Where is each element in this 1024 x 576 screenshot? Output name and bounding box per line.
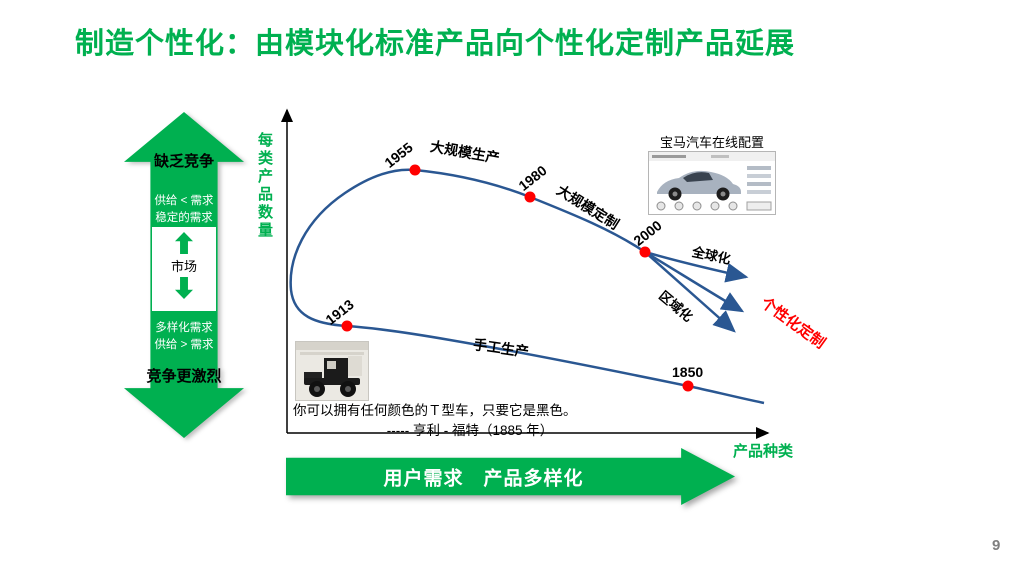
regionalization-arrow [644, 250, 745, 313]
dot-2000 [639, 246, 651, 258]
product-quantity-curve [289, 168, 765, 405]
user-demand-label: 用户需求 产品多样化 [383, 468, 584, 489]
dot-1913 [341, 320, 353, 332]
supply-lt-demand-label: 供给 < 需求 [154, 195, 214, 207]
market-label: 市场 [170, 259, 197, 274]
fierce-competition-label: 竞争更激烈 [146, 368, 222, 385]
x-axis-label: 产品种类 [733, 443, 794, 460]
bmw-configurator-caption: 宝马汽车在线配置 [659, 135, 764, 150]
dot-1955 [409, 164, 421, 176]
page-number: 9 [992, 537, 1001, 554]
year-1850-label: 1850 [672, 364, 704, 380]
model-t-car-image [296, 342, 368, 400]
market-competition-arrow: 缺乏竞争 供给 < 需求 稳定的需求 市场 多样化需求 供给 > 需求 竞争更激… [124, 112, 244, 438]
stable-demand-label: 稳定的需求 [155, 212, 213, 224]
y-axis-label: 每类产品数量 [256, 132, 273, 240]
supply-gt-demand-label: 供给 > 需求 [154, 339, 214, 351]
ford-quote-line2: ----- 亨利 - 福特（1885 年） [386, 423, 554, 438]
dot-1850 [682, 380, 694, 392]
user-demand-arrow: 用户需求 产品多样化 [286, 448, 735, 505]
market-box: 市场 [152, 227, 216, 311]
diverse-demand-label: 多样化需求 [155, 322, 213, 334]
ford-quote-line1: 你可以拥有任何颜色的Ｔ型车，只要它是黑色。 [293, 403, 577, 418]
lack-of-competition-label: 缺乏竞争 [153, 153, 214, 170]
dot-1980 [524, 191, 536, 203]
model-t-photo [295, 341, 369, 401]
personalization-arrow [644, 251, 736, 333]
bmw-car-image [649, 152, 775, 211]
slide-title: 制造个性化：由模块化标准产品向个性化定制产品延展 [75, 28, 796, 60]
globalization-arrow [644, 250, 749, 283]
bmw-configurator-thumbnail [648, 151, 776, 215]
